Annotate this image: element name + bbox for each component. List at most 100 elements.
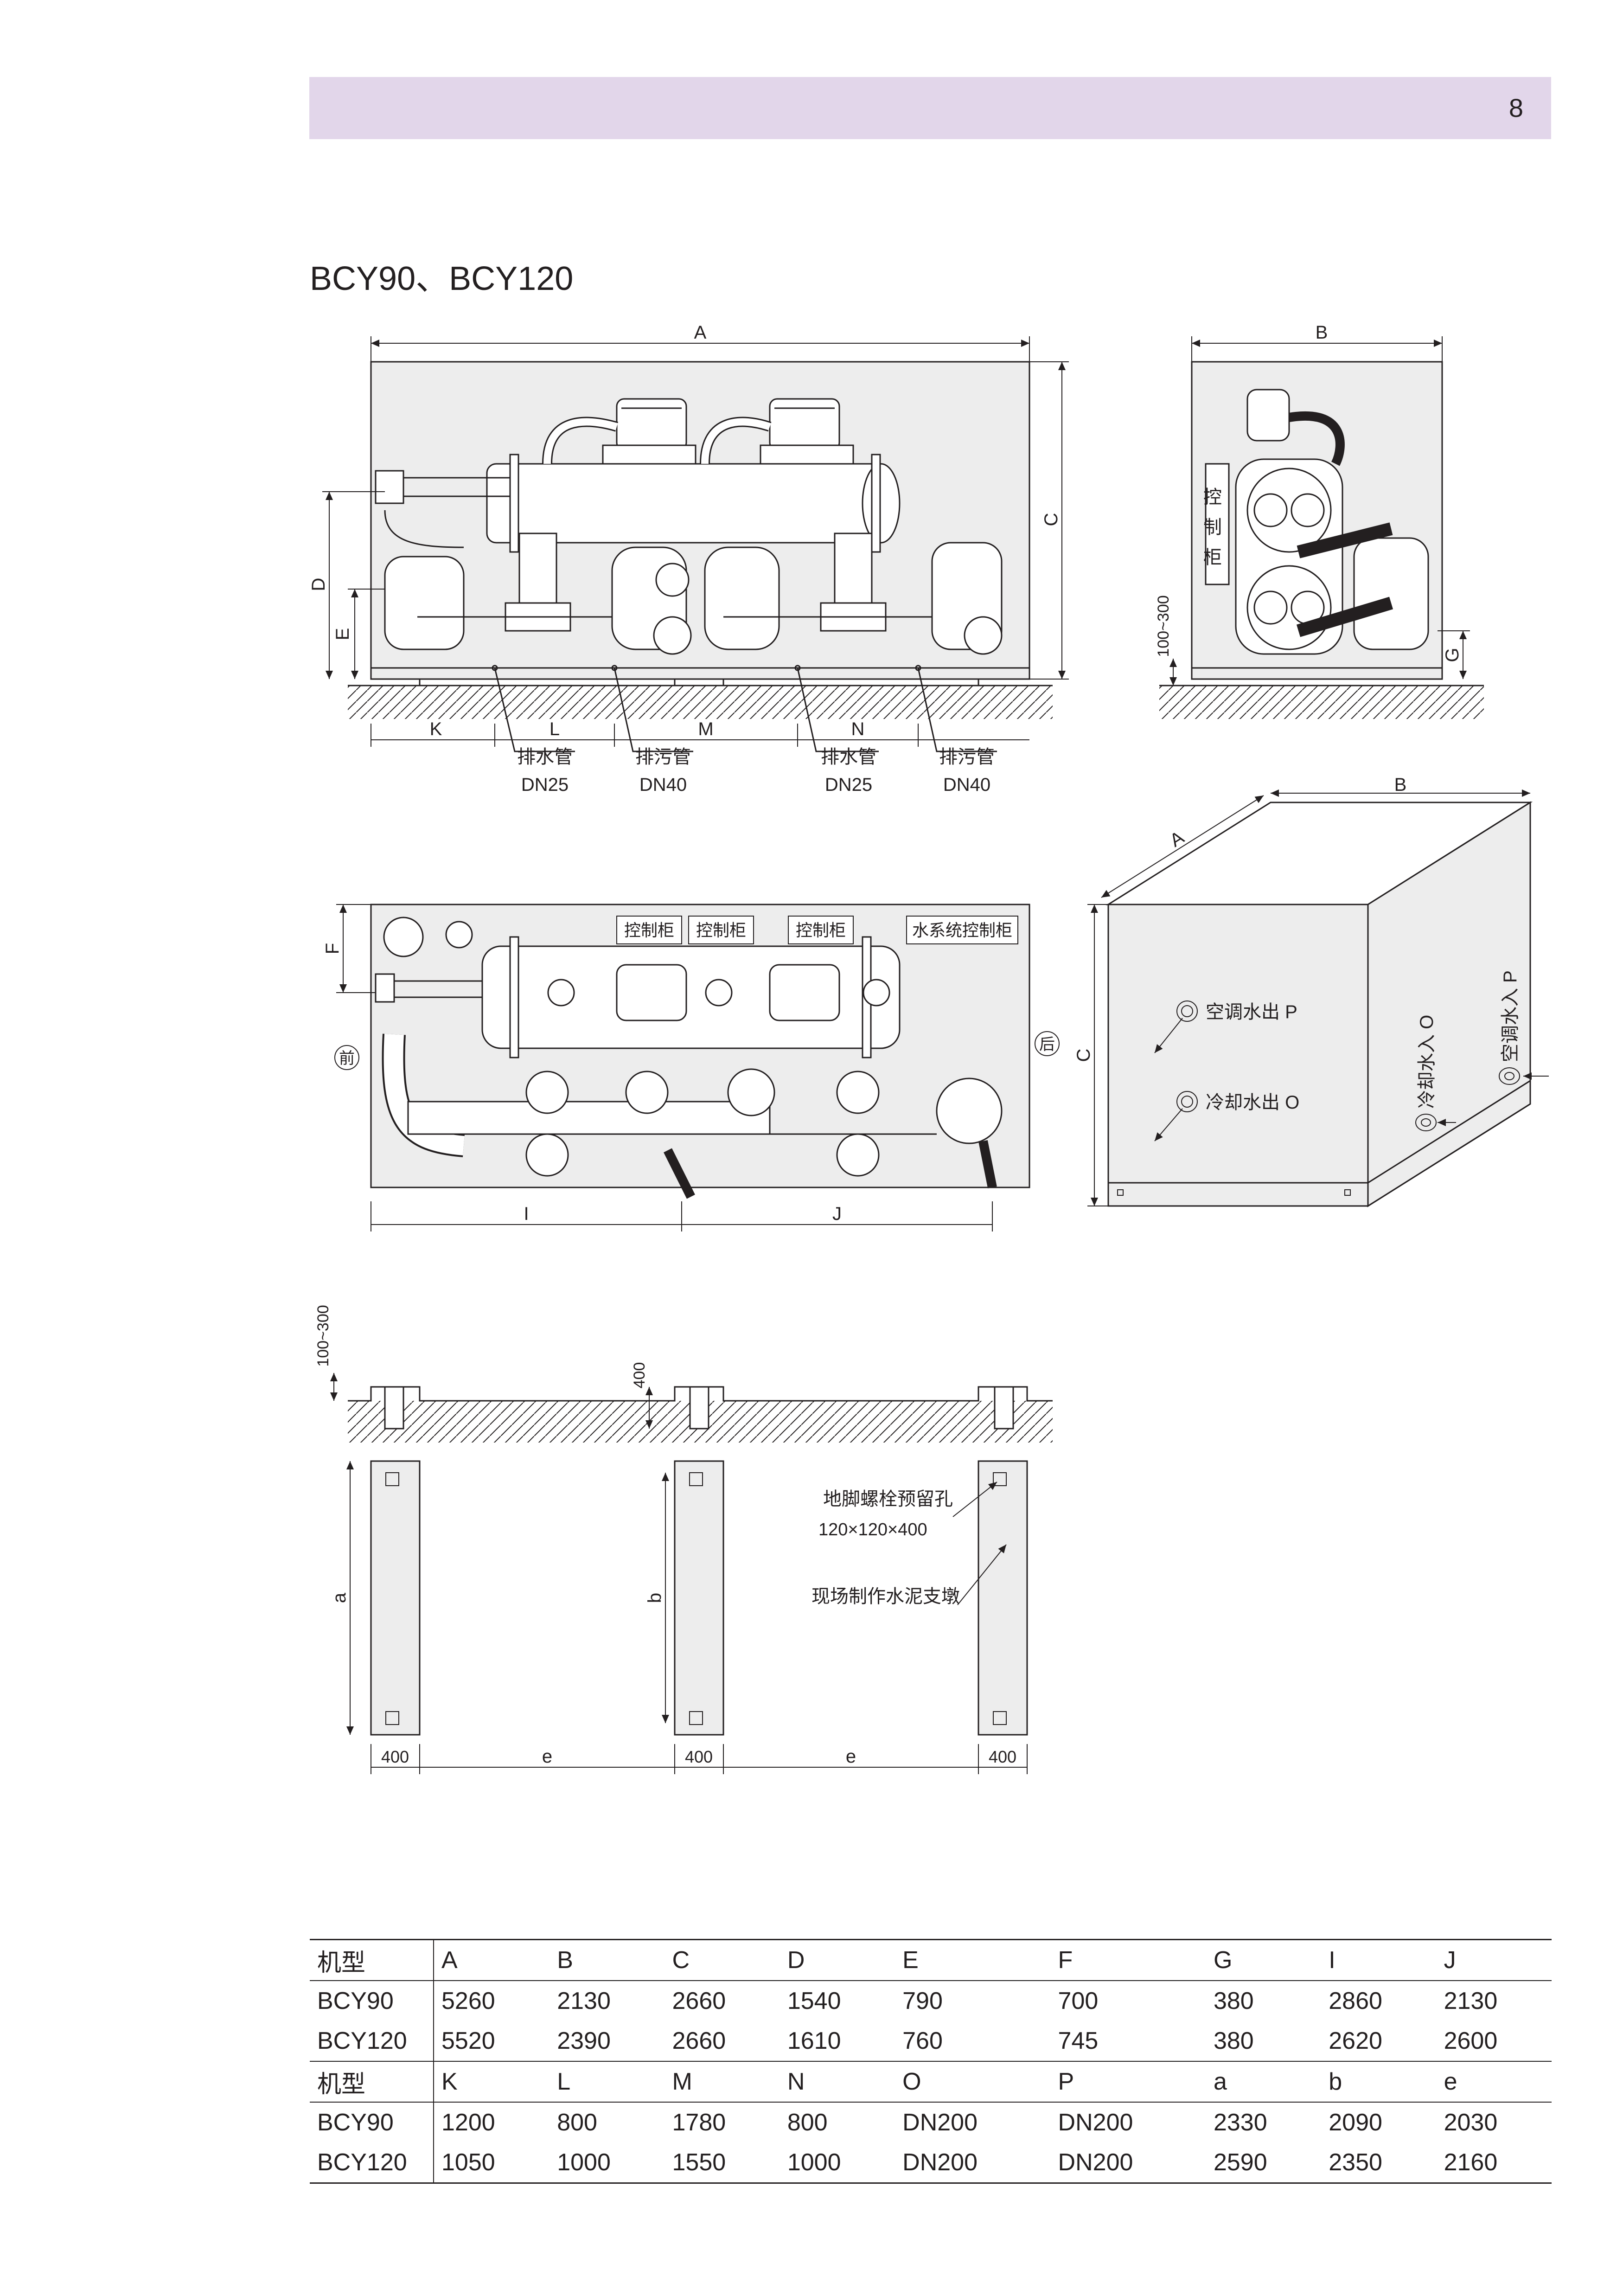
table-cell: 5520 [434,2021,550,2062]
table-cell: 机型 [310,2061,434,2103]
front-marker: 前 [339,1050,355,1067]
table-cell: DN200 [895,2142,1051,2184]
table-cell: 1200 [441,2109,495,2136]
table-cell: 380 [1206,2021,1322,2062]
table-cell: 5260 [441,1988,495,2014]
table-cell: 机型 [310,1939,434,1981]
dim-label-m: M [698,719,713,739]
table-cell: M [665,2061,780,2103]
table-cell: 2130 [557,1988,611,2014]
table-cell: 1000 [780,2142,895,2184]
pier-width-label-3: 400 [989,1747,1016,1766]
page-number: 8 [1508,93,1523,122]
foundation-plan-view [346,1460,1028,1774]
anchor-size-label: 120×120×400 [818,1520,927,1539]
technical-drawings: A B B A C C D E G 100~300 K L M N 排水管 排污… [308,322,1549,1774]
table-cell: D [780,1939,895,1981]
table-cell: BCY120 [310,2142,434,2184]
base-height-side: 100~300 [1155,595,1172,657]
header-band: 8 [309,77,1551,139]
table-cell: 1540 [787,1988,841,2014]
table-cell: 760 [895,2021,1051,2062]
dim-label-f: F [322,943,343,954]
table-cell: O [895,2061,1051,2103]
table-cell: 2330 [1213,2109,1267,2136]
table-cell: 2860 [1329,1988,1382,2014]
dim-label-c: C [1041,513,1061,526]
table-cell: BCY90 [310,1981,434,2021]
table-cell: 2660 [665,2021,780,2062]
table-cell: BCY90 [310,2102,434,2142]
cooling-water-in-label: 冷却水入 O [1417,1015,1437,1109]
table-cell: DN200 [902,2109,978,2136]
concrete-pier-label: 现场制作水泥支墩 [812,1586,960,1607]
table-cell: 1050 [434,2142,550,2184]
rear-marker: 后 [1039,1036,1055,1053]
table-cell: 2030 [1444,2109,1498,2136]
table-cell: 380 [1213,1988,1254,2014]
dim-label-e-lower-1: e [542,1746,552,1767]
table-cell: J [1436,1939,1552,1981]
dn25-label-1: DN25 [521,775,569,795]
cooling-water-out-label: 冷却水出 O [1206,1092,1299,1113]
side-cabinet-char-1: 控 [1203,487,1222,507]
dim-label-a-iso: A [1166,827,1188,851]
side-elevation-view [1159,336,1484,719]
table-cell: L [550,2061,665,2103]
table-cell: 1550 [665,2142,780,2184]
table-cell: 2660 [672,1988,726,2014]
plan-cabinet-label-1: 控制柜 [624,921,674,940]
dim-label-a-lower: a [329,1592,350,1603]
table-cell: N [780,2061,895,2103]
table-cell: G [1206,1939,1322,1981]
dn40-label-2: DN40 [943,775,990,795]
table-cell: DN200 [1058,2109,1133,2136]
pier-height-label: 400 [631,1362,648,1389]
table-cell: C [665,1939,780,1981]
dim-label-g: G [1442,648,1463,662]
dim-label-j: J [832,1204,842,1224]
table-cell: F [1050,1939,1206,1981]
table-cell: 800 [787,2109,828,2136]
table-cell: 2160 [1436,2142,1552,2184]
table-cell: BCY120 [310,2021,434,2062]
table-cell: 2350 [1321,2142,1437,2184]
dim-label-b-lower: b [645,1593,665,1603]
table-cell: a [1206,2061,1322,2103]
table-cell: E [895,1939,1051,1981]
table-cell: K [434,2061,550,2103]
table-cell: 1000 [550,2142,665,2184]
dim-label-b-iso: B [1394,775,1407,795]
table-cell: 2390 [550,2021,665,2062]
foundation-elevation-view [330,1373,1053,1443]
plan-cabinet-label-3: 控制柜 [796,921,846,940]
ac-water-out-label: 空调水出 P [1206,1002,1297,1022]
dn40-label-1: DN40 [639,775,687,795]
drain-pipe-label-2: 排水管 [821,747,876,767]
table-cell: DN200 [1050,2142,1206,2184]
ac-water-in-label: 空调水入 P [1500,970,1521,1062]
water-system-cabinet-label: 水系统控制柜 [912,921,1012,940]
table-cell: B [550,1939,665,1981]
table-cell: 2590 [1206,2142,1322,2184]
base-height-foundation: 100~300 [314,1305,332,1366]
dim-label-e: E [332,628,353,641]
plan-view [334,904,1060,1231]
model-title: BCY90、BCY120 [310,260,574,297]
plan-cabinet-label-2: 控制柜 [696,921,746,940]
table-cell: e [1436,2061,1552,2103]
isometric-view [1087,789,1549,1207]
table-cell: 1780 [672,2109,726,2136]
table-cell: 790 [902,1988,943,2014]
dim-label-d: D [308,578,329,591]
table-cell: 1610 [780,2021,895,2062]
pier-width-label-2: 400 [685,1747,713,1766]
table-cell: 700 [1058,1988,1099,2014]
dim-label-n: N [851,719,865,739]
